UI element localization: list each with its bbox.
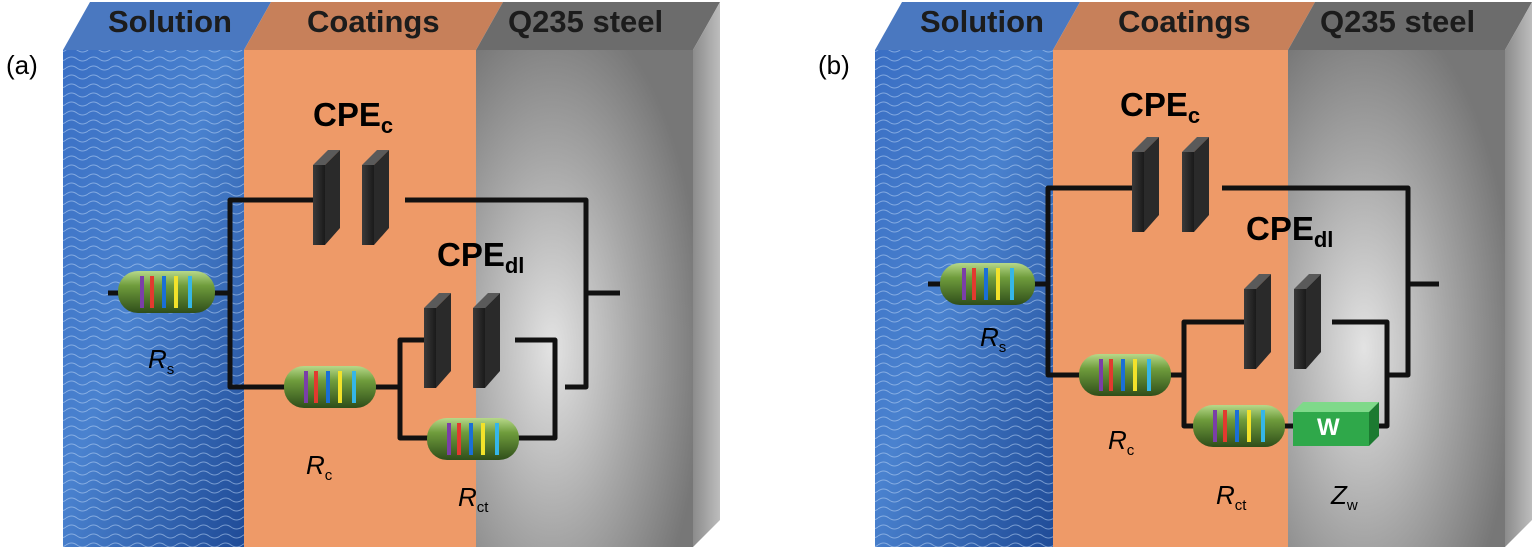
cpe-c-label: CPEc xyxy=(313,96,394,138)
cpe-dl-capacitor xyxy=(1244,274,1321,369)
steel-top-face xyxy=(1288,2,1532,50)
rs-label: Rs xyxy=(148,344,175,378)
resistor-rs xyxy=(118,271,215,313)
rc-label: Rc xyxy=(1108,425,1135,459)
steel-heading: Q235 steel xyxy=(1320,4,1476,39)
coating-top-face xyxy=(244,2,503,50)
solution-heading: Solution xyxy=(920,4,1044,39)
coatings-heading: Coatings xyxy=(1118,4,1251,39)
cpe-c-label: CPEc xyxy=(1120,86,1201,128)
zw-label: Zw xyxy=(1331,480,1358,514)
circuit-wires xyxy=(108,197,620,441)
rct-label: Rct xyxy=(1216,480,1247,514)
panel-a: (a) Solution Coatings Q235 steel CPEc CP… xyxy=(0,0,720,548)
resistor-rct xyxy=(1193,405,1285,447)
resistor-rct xyxy=(427,418,519,460)
steel-region xyxy=(1288,50,1505,547)
coating-top-face xyxy=(1053,2,1315,50)
cpe-c-capacitor xyxy=(313,150,389,245)
circuit-diagram-b xyxy=(875,2,1532,547)
rs-label: Rs xyxy=(980,322,1007,356)
circuit-diagram-a xyxy=(63,2,720,547)
warburg-element xyxy=(1293,402,1379,446)
solution-heading: Solution xyxy=(108,4,232,39)
panel-label-a: (a) xyxy=(6,50,38,80)
steel-side-face xyxy=(1505,2,1532,547)
steel-side-face xyxy=(693,2,720,547)
circuit-wires xyxy=(928,185,1439,429)
cpe-dl-label: CPEdl xyxy=(1246,210,1334,252)
coatings-heading: Coatings xyxy=(307,4,440,39)
steel-top-face xyxy=(476,2,720,50)
cpe-dl-label: CPEdl xyxy=(437,236,525,278)
cpe-dl-capacitor xyxy=(424,293,500,388)
resistor-rs xyxy=(940,263,1035,305)
warburg-label: W xyxy=(1317,414,1340,441)
cpe-c-capacitor xyxy=(1132,137,1209,232)
resistor-rc xyxy=(1079,354,1171,396)
rct-label: Rct xyxy=(458,482,489,516)
resistor-rc xyxy=(284,366,376,408)
panel-label-b: (b) xyxy=(818,50,850,80)
rc-label: Rc xyxy=(306,450,333,484)
panel-b: (b) Solution Coatings Q235 steel CPEc CP… xyxy=(812,0,1532,548)
solution-top-face xyxy=(63,2,271,50)
solution-top-face xyxy=(875,2,1080,50)
steel-heading: Q235 steel xyxy=(508,4,664,39)
